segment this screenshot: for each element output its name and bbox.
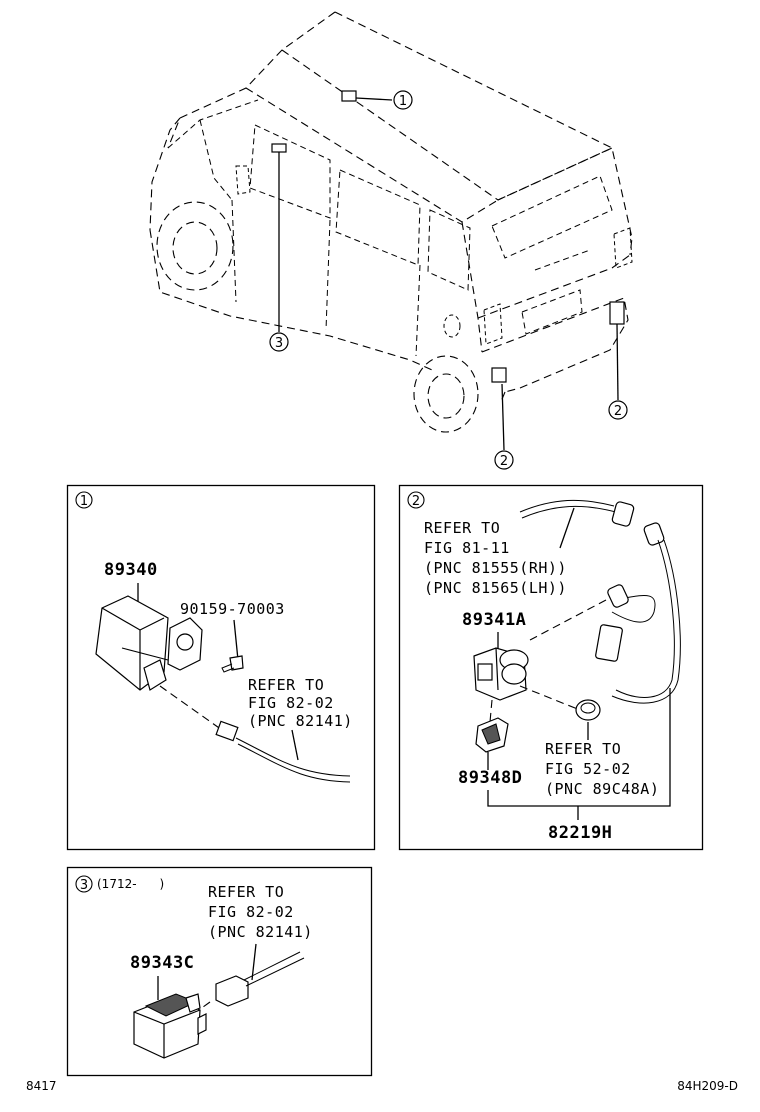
panel-1-marker: 1 <box>80 494 88 509</box>
callout-rear-sensor-right: 2 <box>608 400 628 420</box>
detail-panel-3: 3 (1712- ) REFER TO FIG 82-02 (PNC 82141… <box>66 866 373 1077</box>
panel-2-refer-top-line-2: FIG 81-11 <box>424 539 510 557</box>
rear-sensor-left-mark <box>491 367 507 383</box>
connector-panel-3 <box>215 951 305 1007</box>
part-number-screw: 90159-70003 <box>180 600 285 618</box>
panel-2-refer-top-line-3: (PNC 81555(RH)) <box>424 559 567 577</box>
panel-2-refer-bottom-line-3: (PNC 89C48A) <box>545 780 659 798</box>
panel-3-refer-line-3: (PNC 82141) <box>208 923 313 941</box>
panel-3-date-range: (1712- ) <box>97 877 164 891</box>
panel-2-marker: 2 <box>412 494 420 509</box>
detail-panel-2: 2 REFER TO FIG 81-11 (PNC 81555(RH)) (PN… <box>398 484 704 851</box>
panel-3-refer-line-2: FIG 82-02 <box>208 903 294 921</box>
rear-wheel <box>413 355 479 433</box>
part-89340-drawing <box>95 595 203 691</box>
panel-2-refer-top-line-4: (PNC 81565(LH)) <box>424 579 567 597</box>
part-number-89348D: 89348D <box>458 768 522 788</box>
grommet-drawing <box>575 699 601 721</box>
panel-1-refer-line-3: (PNC 82141) <box>248 712 353 730</box>
connector-panel-1 <box>215 720 239 742</box>
svg-text:3: 3 <box>275 336 283 351</box>
rear-sensor-right-mark <box>609 301 625 325</box>
part-number-89343C: 89343C <box>130 953 194 973</box>
part-89348D-drawing <box>475 717 509 753</box>
part-number-89341A: 89341A <box>462 610 526 630</box>
callout-roof-sensor: 1 <box>393 90 413 110</box>
callout-side-sensor: 3 <box>269 332 289 352</box>
side-sensor-mark <box>271 143 287 153</box>
part-89343C-drawing <box>133 993 207 1059</box>
roof-sensor-mark <box>341 90 357 102</box>
screw-90159-70003-drawing <box>221 655 244 673</box>
svg-text:2: 2 <box>614 404 622 419</box>
wire-harness-drawing <box>519 499 681 704</box>
panel-1-refer-line-1: REFER TO <box>248 676 324 694</box>
vehicle-illustration <box>149 11 633 451</box>
footer-figure-id: 84H209-D <box>677 1079 738 1093</box>
svg-text:2: 2 <box>500 454 508 469</box>
detail-panel-1: 1 89340 90159-70003 REFER TO FIG 82-02 (… <box>66 484 376 851</box>
part-number-82219H: 82219H <box>548 823 612 843</box>
panel-1-refer-line-2: FIG 82-02 <box>248 694 334 712</box>
panel-3-marker: 3 <box>80 878 88 893</box>
part-number-89340: 89340 <box>104 560 158 580</box>
svg-text:1: 1 <box>399 94 407 109</box>
front-wheel <box>156 201 234 291</box>
panel-3-refer-line-1: REFER TO <box>208 883 284 901</box>
panel-2-refer-bottom-line-1: REFER TO <box>545 740 621 758</box>
callout-rear-sensor-left: 2 <box>494 450 514 470</box>
footer-page-code: 8417 <box>26 1079 57 1093</box>
part-89341A-drawing <box>473 647 529 701</box>
panel-2-refer-top-line-1: REFER TO <box>424 519 500 537</box>
panel-2-refer-bottom-line-2: FIG 52-02 <box>545 760 631 778</box>
